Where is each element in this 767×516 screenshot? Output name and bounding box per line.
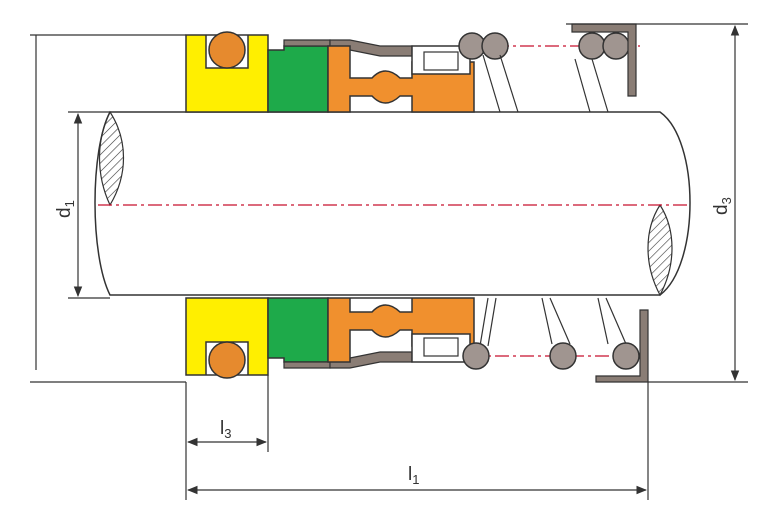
dimension-lines [30, 23, 748, 500]
l3-label: l3 [220, 418, 231, 441]
spring-coil-top-2 [481, 32, 509, 60]
spring-coil-top-3 [578, 32, 606, 60]
l1-label: l1 [408, 464, 419, 487]
retainer-bottom [283, 361, 331, 369]
end-plate-top [571, 23, 637, 97]
oring-bottom [208, 341, 246, 379]
spring-coil-top-1 [458, 32, 486, 60]
oring-top [208, 31, 246, 69]
d1-label: d1 [54, 200, 77, 218]
seal-face-top [267, 45, 329, 113]
end-plate-bottom [595, 309, 649, 383]
retainer-top [283, 39, 331, 47]
seal-face-bottom [267, 297, 329, 363]
spring-coil-bottom-3 [612, 342, 640, 370]
spring-coil-top-4 [602, 32, 630, 60]
shaft [94, 110, 691, 297]
spring-coil-bottom-2 [549, 342, 577, 370]
shaft-right-break-hatch [647, 203, 673, 297]
upper-seal-half [185, 23, 637, 113]
d3-label: d3 [711, 197, 734, 215]
lower-seal-half [185, 297, 649, 383]
spring-coil-bottom-1 [462, 342, 490, 370]
